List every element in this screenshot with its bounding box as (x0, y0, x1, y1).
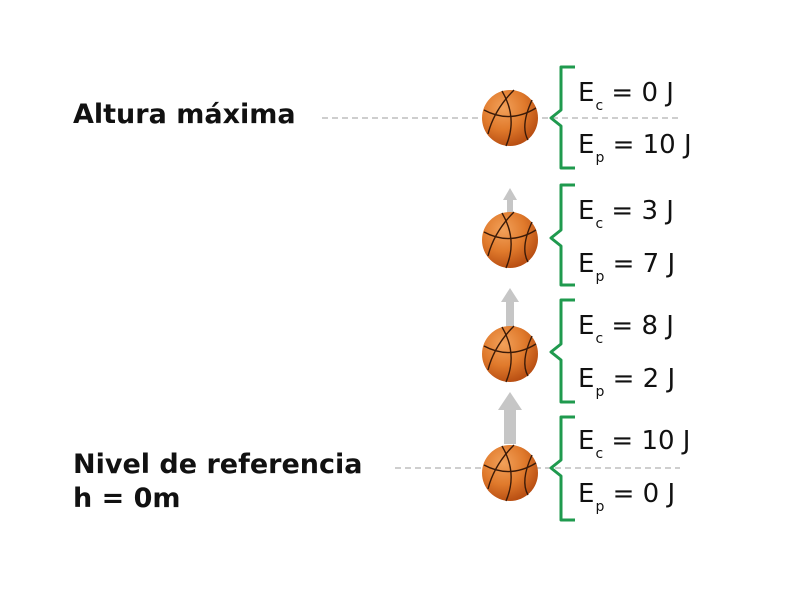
arrow-up-icon (503, 188, 517, 214)
kinetic-energy-level-3: Ec = 3 J (578, 196, 674, 232)
basketball-icon (481, 444, 539, 502)
curly-brace-icon (549, 183, 575, 287)
potential-energy-max-height: Ep = 10 J (578, 130, 692, 166)
kinetic-energy-max-height: Ec = 0 J (578, 78, 674, 114)
basketball-icon (481, 89, 539, 147)
potential-energy-level-2: Ep = 2 J (578, 364, 676, 400)
potential-energy-level-3: Ep = 7 J (578, 249, 676, 285)
basketball-icon (481, 325, 539, 383)
curly-brace-icon (549, 415, 575, 522)
reference-level-label: Nivel de referencia h = 0m (73, 448, 362, 516)
basketball-icon (481, 211, 539, 269)
reference-height-value: h = 0m (73, 483, 181, 514)
curly-brace-icon (549, 298, 575, 404)
max-height-label: Altura máxima (73, 99, 296, 130)
arrow-up-icon (501, 288, 519, 328)
arrow-up-icon (498, 392, 522, 444)
kinetic-energy-level-2: Ec = 8 J (578, 311, 674, 347)
reference-level-title: Nivel de referencia (73, 449, 363, 480)
potential-energy-reference: Ep = 0 J (578, 479, 676, 515)
curly-brace-icon (549, 65, 575, 170)
kinetic-energy-reference: Ec = 10 J (578, 426, 691, 462)
